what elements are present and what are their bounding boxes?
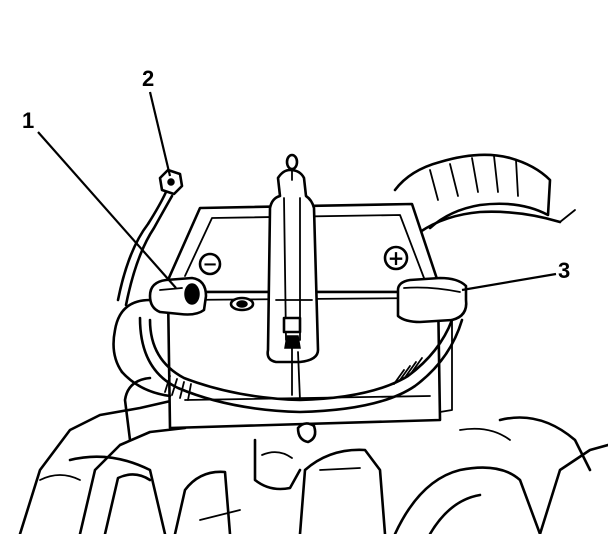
engine-compartment [18,376,608,534]
leader-2 [148,91,172,177]
negative-cable-clamp [148,276,208,316]
callout-1: 1 [22,108,34,133]
positive-terminal-boot [396,276,468,324]
battery-cables [112,168,464,414]
callout-2: 2 [142,66,154,91]
positive-symbol: + [388,246,405,270]
negative-symbol: − [202,254,217,275]
radiator-shroud [393,153,576,234]
callout-3: 3 [558,258,570,283]
leader-1 [37,131,177,289]
callout-leaders [37,91,557,292]
leader-3 [461,272,557,292]
